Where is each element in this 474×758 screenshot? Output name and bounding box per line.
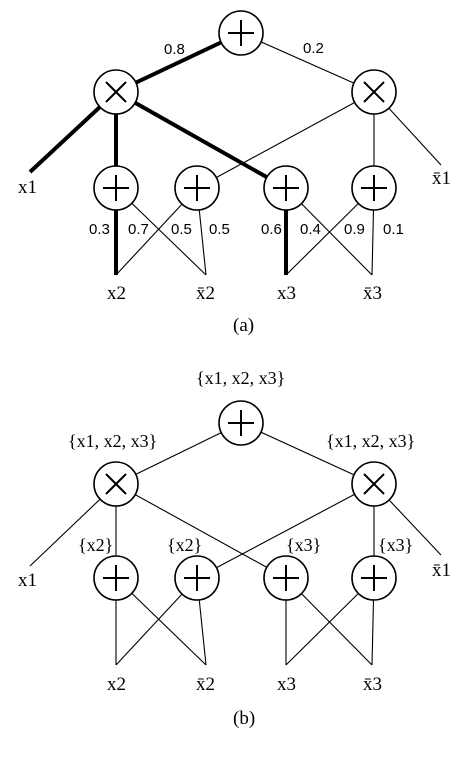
weight-label: 0.9: [344, 221, 365, 238]
scope-label-s4: {x3}: [378, 535, 413, 555]
weight-label: 0.1: [383, 221, 404, 238]
leaf-x3-neg: x̄3: [363, 283, 382, 304]
leaf-x1: x1: [18, 570, 37, 591]
weight-label: 0.4: [300, 221, 321, 238]
scope-label-root: {x1, x2, x3}: [196, 368, 285, 388]
weight-label: 0.7: [128, 221, 149, 238]
leaf-x1: x1: [18, 177, 37, 198]
sum-node-b-4: [351, 555, 397, 601]
sum-node-a-root: [218, 10, 264, 56]
sum-node-b-1: [93, 555, 139, 601]
weight-label: 0.5: [209, 221, 230, 238]
scope-label-s2: {x2}: [167, 535, 202, 555]
edge-a-root-prod-right: [240, 32, 375, 93]
weight-label: 0.5: [171, 221, 192, 238]
leaf-x1-neg: x̄1: [432, 560, 451, 581]
sum-node-b-3: [263, 555, 309, 601]
sum-node-a-3: [263, 165, 309, 211]
leaf-x2-neg: x̄2: [196, 674, 215, 695]
leaf-x3-neg: x̄3: [363, 674, 382, 695]
product-node-a-left: [93, 69, 139, 115]
diagram-a: 0.8 0.2 0.3 0.7 0.5 0.5 0.6 0.4 0.9 0.1 …: [18, 10, 451, 336]
edge-b-root-prod-left: [115, 422, 242, 485]
caption-a: (a): [233, 315, 254, 336]
edge-b-root-prod-right: [240, 422, 375, 485]
edge-b-prodR-s2: [196, 483, 375, 579]
scope-label-prod-right: {x1, x2, x3}: [326, 431, 415, 451]
edge-a-root-prod-left: [115, 31, 242, 94]
scope-label-prod-left: {x1, x2, x3}: [68, 431, 157, 451]
sum-node-a-4: [351, 165, 397, 211]
product-node-b-right: [351, 461, 397, 507]
sum-node-a-1: [93, 165, 139, 211]
product-node-b-left: [93, 461, 139, 507]
weight-label: 0.6: [261, 221, 282, 238]
leaf-x2: x2: [107, 674, 126, 695]
leaf-x3: x3: [277, 283, 296, 304]
caption-b: (b): [233, 708, 255, 729]
sum-node-b-2: [174, 555, 220, 601]
sum-node-b-root: [218, 400, 264, 446]
scope-label-s1: {x2}: [78, 535, 113, 555]
diagram-b: {x1, x2, x3} {x1, x2, x3} {x1, x2, x3} {…: [18, 368, 451, 729]
weight-label: 0.3: [89, 221, 110, 238]
leaf-x2-neg: x̄2: [196, 283, 215, 304]
product-node-a-right: [351, 69, 397, 115]
leaf-x3: x3: [277, 674, 296, 695]
scope-label-s3: {x3}: [286, 535, 321, 555]
edge-a-prodR-s2: [196, 91, 375, 189]
weight-label: 0.8: [164, 41, 185, 58]
leaf-x1-neg: x̄1: [432, 168, 451, 189]
edge-a-prodL-s3: [115, 90, 287, 190]
leaf-x2: x2: [107, 283, 126, 304]
weight-label: 0.2: [303, 40, 324, 57]
sum-node-a-2: [174, 165, 220, 211]
edge-b-prodL-s3: [115, 483, 287, 579]
